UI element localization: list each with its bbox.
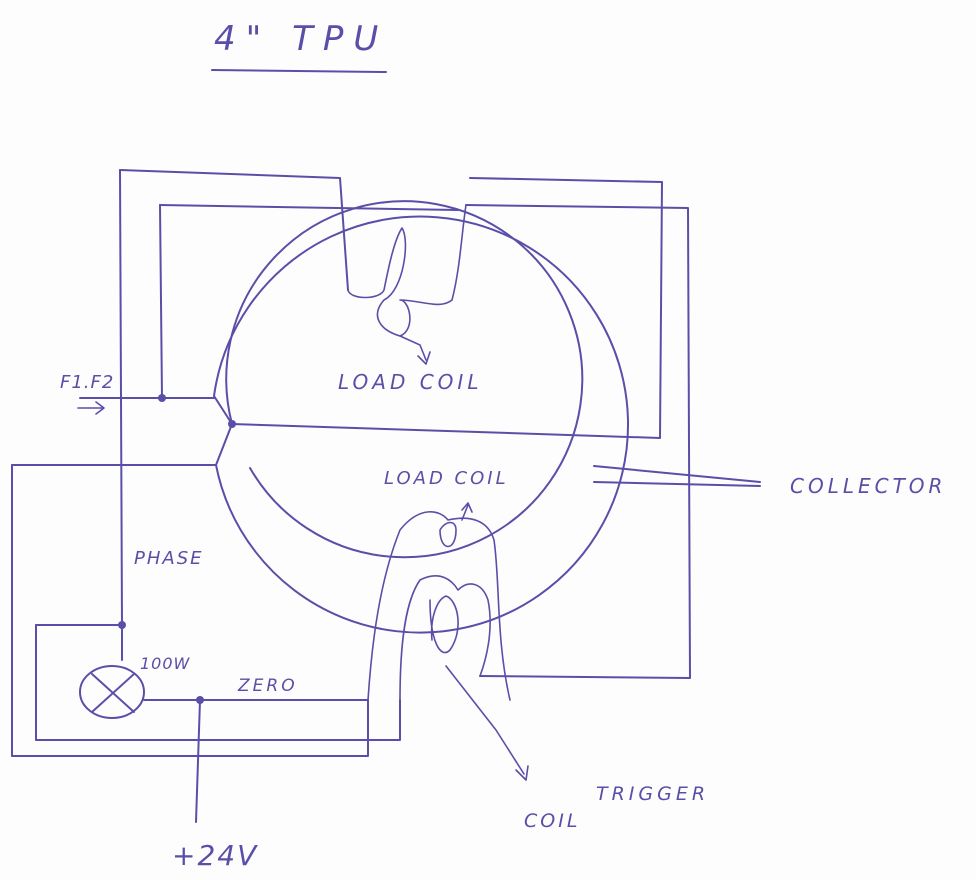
bottom-load-coil-loop — [439, 521, 457, 548]
junction-f1f2 — [158, 394, 166, 402]
lamp-icon — [79, 665, 145, 719]
top-load-coil-arrow — [417, 351, 431, 365]
junction-ring — [228, 420, 236, 428]
label-100w: 100W — [140, 654, 191, 673]
top-load-coil — [347, 204, 467, 337]
bottom-load-coil-arrow — [461, 502, 473, 521]
wire-lamp-top — [35, 624, 123, 661]
label-24v: +24V — [172, 839, 259, 872]
junction-zero — [196, 696, 204, 704]
outer-ring — [213, 215, 630, 634]
wire-top-right-outer — [231, 177, 663, 439]
label-f1f2: F1.F2 — [60, 372, 115, 393]
label-collector: COLLECTOR — [790, 474, 947, 498]
label-load-coil-top: LOAD COIL — [338, 370, 483, 394]
wire-top-left-inner — [159, 204, 459, 211]
bottom-load-coil-outer — [367, 511, 511, 701]
label-zero: ZERO — [238, 676, 298, 696]
wire-top-left-outer — [119, 169, 349, 291]
collector-lead-2 — [593, 481, 761, 487]
wire-top-right-inner — [465, 204, 691, 679]
top-load-coil-lead — [399, 335, 427, 361]
wire-bottom-outer-loop — [11, 464, 369, 757]
collector-lead-1 — [593, 465, 761, 483]
lamp-cross — [91, 673, 135, 713]
inner-ring — [225, 200, 584, 559]
label-load-coil-bottom: LOAD COIL — [384, 468, 509, 489]
trigger-coil-loop — [429, 595, 459, 654]
f1f2-arrow — [77, 401, 105, 415]
wire-bottom-inner-loop — [35, 624, 401, 741]
wire-f1f2-vertical — [159, 204, 163, 399]
trigger-coil-outer — [399, 575, 491, 701]
junction-phase — [118, 621, 126, 629]
label-phase: PHASE — [134, 548, 204, 569]
diagram-title: 4" TPU — [214, 19, 389, 59]
wire-24v — [195, 699, 201, 823]
trigger-coil-arrow — [515, 765, 529, 781]
label-trigger: TRIGGER — [596, 783, 710, 805]
label-coil: COIL — [524, 810, 581, 832]
trigger-coil-lead — [445, 665, 525, 775]
title-underline — [211, 69, 387, 73]
